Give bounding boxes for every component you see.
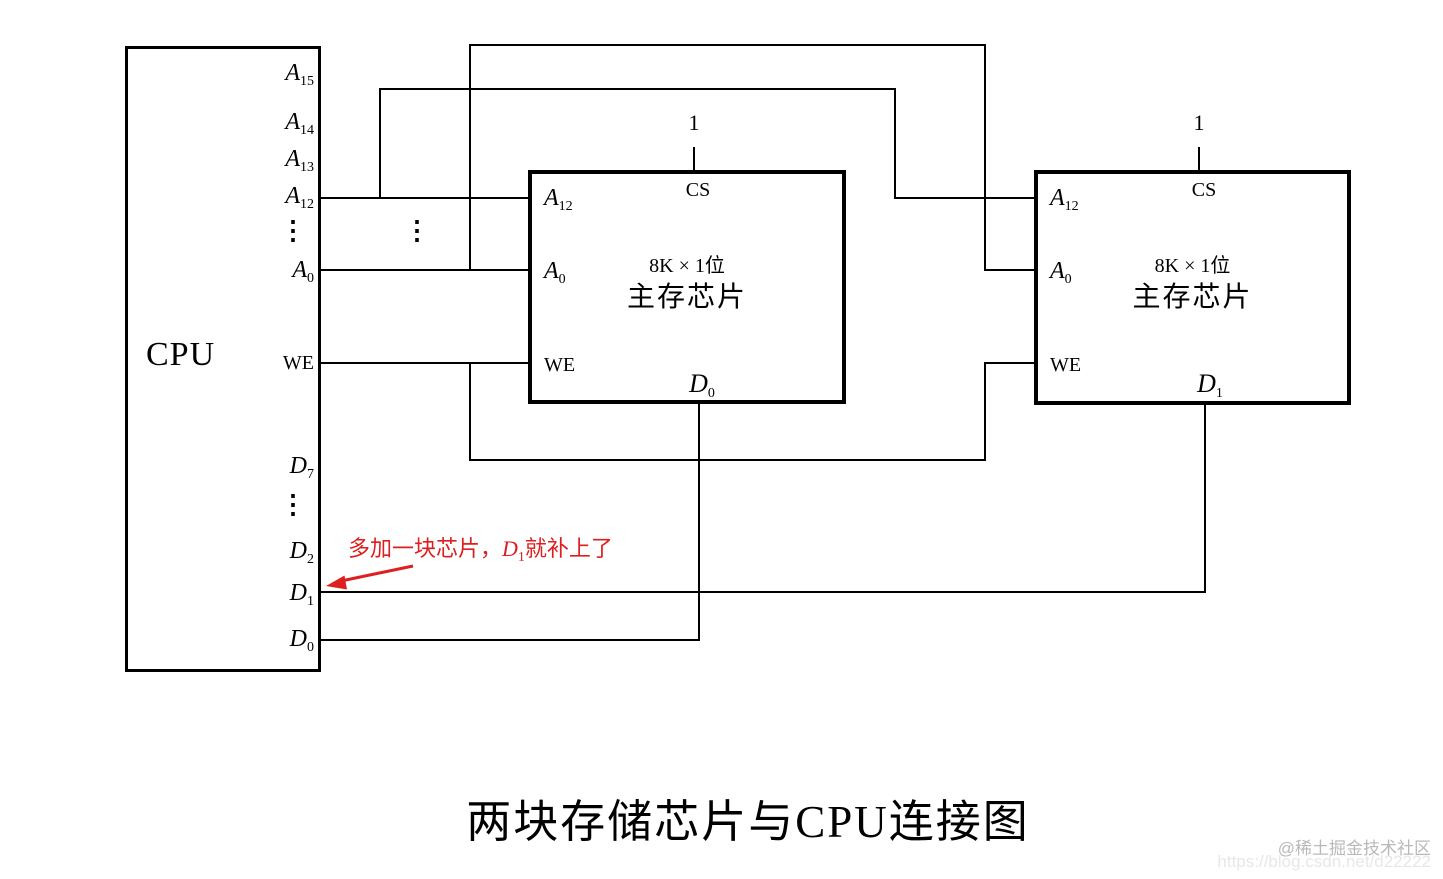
cpu-pin-d7: D7: [289, 453, 314, 482]
watermark-url: https://blog.csdn.net/d22222: [1217, 852, 1431, 871]
cpu-pin-d1: D1: [289, 580, 314, 609]
annotation-text: 多加一块芯片，D1就补上了: [348, 536, 613, 565]
bus-ellipsis: ⋮: [404, 216, 430, 245]
memory-chip-2: A12 A0 WE CS 8K × 1位 主存芯片 D1: [1034, 170, 1351, 405]
chip2-pin-d1: D1: [1197, 369, 1223, 401]
cpu-pin-a14: A14: [285, 109, 314, 138]
wire-a12-cpu-chip2: [379, 88, 1034, 199]
cpu-pin-a0: A0: [292, 257, 314, 286]
chip2-select-value: 1: [1193, 110, 1205, 135]
chip2-name: 主存芯片: [1132, 282, 1253, 313]
cpu-data-ellipsis: ⋮: [280, 490, 306, 519]
cpu-address-ellipsis: ⋮: [280, 216, 306, 245]
cpu-pin-a12: A12: [285, 183, 314, 212]
cpu-pin-d2: D2: [289, 538, 314, 567]
chip2-capacity: 8K × 1位: [1154, 255, 1231, 277]
diagram-title: 两块存储芯片与CPU连接图: [466, 797, 1030, 847]
chip2-pin-a12: A12: [1050, 185, 1079, 214]
bus-wires: [320, 44, 1206, 641]
wire-d1-chip2-cpu: [320, 404, 1206, 593]
chip1-pin-cs: CS: [685, 179, 711, 201]
cpu-pin-a15: A15: [285, 60, 314, 89]
cpu-label: CPU: [146, 336, 216, 373]
chip1-pin-d0: D0: [689, 369, 715, 401]
chip1-name: 主存芯片: [626, 282, 747, 313]
cpu-box: CPU: [125, 46, 321, 672]
wire-a0-cpu-chip2: [469, 44, 1034, 271]
chip1-pin-a0: A0: [544, 258, 566, 287]
memory-chip-1: A12 A0 WE CS 8K × 1位 主存芯片 D0: [528, 170, 846, 404]
chip1-select-value: 1: [688, 110, 700, 135]
chip2-pin-a0: A0: [1050, 258, 1072, 287]
cpu-pin-d0: D0: [289, 626, 314, 655]
wire-d0-chip1-cpu: [320, 403, 700, 641]
chip2-pin-we: WE: [1050, 354, 1082, 376]
chip1-pin-we: WE: [544, 354, 576, 376]
wire-we-cpu-chip2: [469, 362, 1034, 461]
chip1-capacity: 8K × 1位: [649, 255, 725, 277]
watermark-community: @稀土掘金技术社区: [1277, 839, 1431, 858]
cpu-pin-we: WE: [282, 352, 314, 374]
annotation-arrow-icon: [326, 564, 414, 590]
cpu-pin-a13: A13: [285, 146, 314, 175]
chip1-pin-a12: A12: [544, 185, 573, 214]
chip2-pin-cs: CS: [1191, 179, 1217, 201]
